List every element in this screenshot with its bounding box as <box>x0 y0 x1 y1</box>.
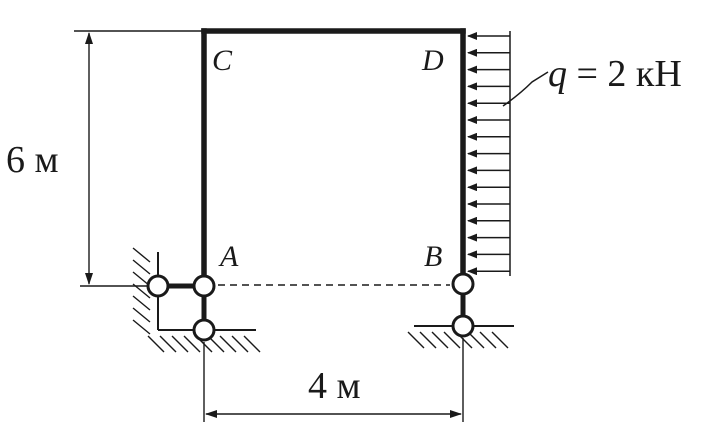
wall-hatch <box>132 247 151 335</box>
label-c: C <box>212 44 233 77</box>
width-label: 4 м <box>308 365 361 407</box>
load-value: = 2 кН <box>567 53 682 95</box>
label-b: B <box>424 240 442 273</box>
load-label: q = 2 кН <box>548 53 682 95</box>
support-b <box>407 272 514 349</box>
ground-hatch-a <box>147 335 261 353</box>
hinge-ground-a <box>192 318 216 342</box>
height-label: 6 м <box>6 139 59 181</box>
load-arrows <box>467 32 510 276</box>
height-label-backdrop <box>4 138 84 182</box>
load-leader-line <box>502 71 549 107</box>
distributed-load <box>467 31 511 276</box>
hinge-ground-b <box>451 314 475 338</box>
hinge-b <box>451 272 475 296</box>
frame <box>201 28 466 279</box>
load-symbol: q <box>548 53 567 95</box>
label-a: A <box>218 240 239 273</box>
ground-hatch-b <box>407 331 509 349</box>
hinge-wall <box>146 274 170 298</box>
width-dimension <box>203 338 464 422</box>
height-dimension <box>74 30 202 287</box>
label-d: D <box>421 44 444 77</box>
hinge-a <box>192 274 216 298</box>
support-a <box>132 247 261 353</box>
